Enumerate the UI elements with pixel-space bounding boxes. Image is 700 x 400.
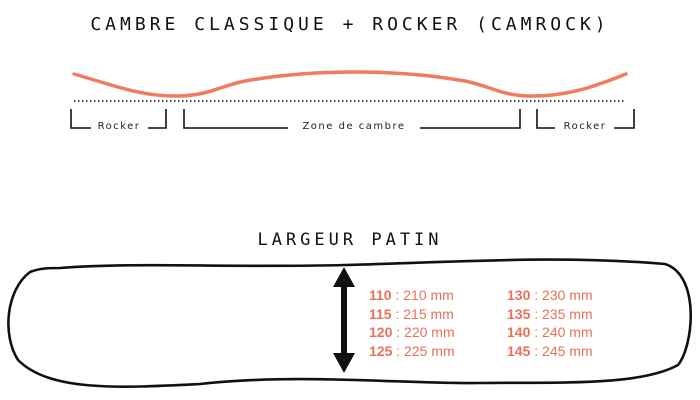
size-list-left: 110 : 210 mm 115 : 215 mm 120 : 220 mm 1… [369,286,455,360]
size-length: 145 [507,342,531,359]
size-length: 135 [507,305,531,322]
zone-label-rocker-left: Rocker [93,121,145,132]
size-width: : 245 mm [530,342,593,359]
size-width: : 210 mm [391,287,454,303]
width-arrow [333,267,355,373]
size-row: 130 : 230 mm [507,286,593,305]
size-width: : 230 mm [530,287,593,303]
size-row: 140 : 240 mm [507,323,593,342]
zone-bracket-right [536,109,635,129]
size-row: 115 : 215 mm [369,305,455,324]
size-row: 135 : 235 mm [507,305,593,324]
size-length: 115 [369,305,392,322]
size-width: : 240 mm [530,324,593,340]
size-length: 130 [507,287,531,303]
size-length: 125 [369,342,393,359]
zone-label-camber: Zone de cambre [298,121,410,132]
size-width: : 235 mm [530,305,593,322]
size-row: 120 : 220 mm [369,323,455,342]
camber-title: CAMBRE CLASSIQUE + ROCKER (CAMROCK) [90,14,610,35]
zone-bracket-center [183,109,521,129]
zone-label-rocker-right: Rocker [559,121,611,132]
zone-bracket-left [70,109,167,129]
size-width: : 215 mm [391,305,454,322]
size-list-right: 130 : 230 mm 135 : 235 mm 140 : 240 mm 1… [507,286,593,360]
size-length: 110 [369,287,392,303]
size-row: 125 : 225 mm [369,342,455,361]
size-row: 110 : 210 mm [369,286,455,305]
width-title: LARGEUR PATIN [257,230,443,250]
size-length: 140 [507,324,531,340]
size-width: : 220 mm [392,324,455,340]
size-row: 145 : 245 mm [507,342,593,361]
size-width: : 225 mm [392,342,455,359]
board-outline [7,258,692,388]
camber-profile-curve [72,70,628,98]
size-length: 120 [369,324,393,340]
